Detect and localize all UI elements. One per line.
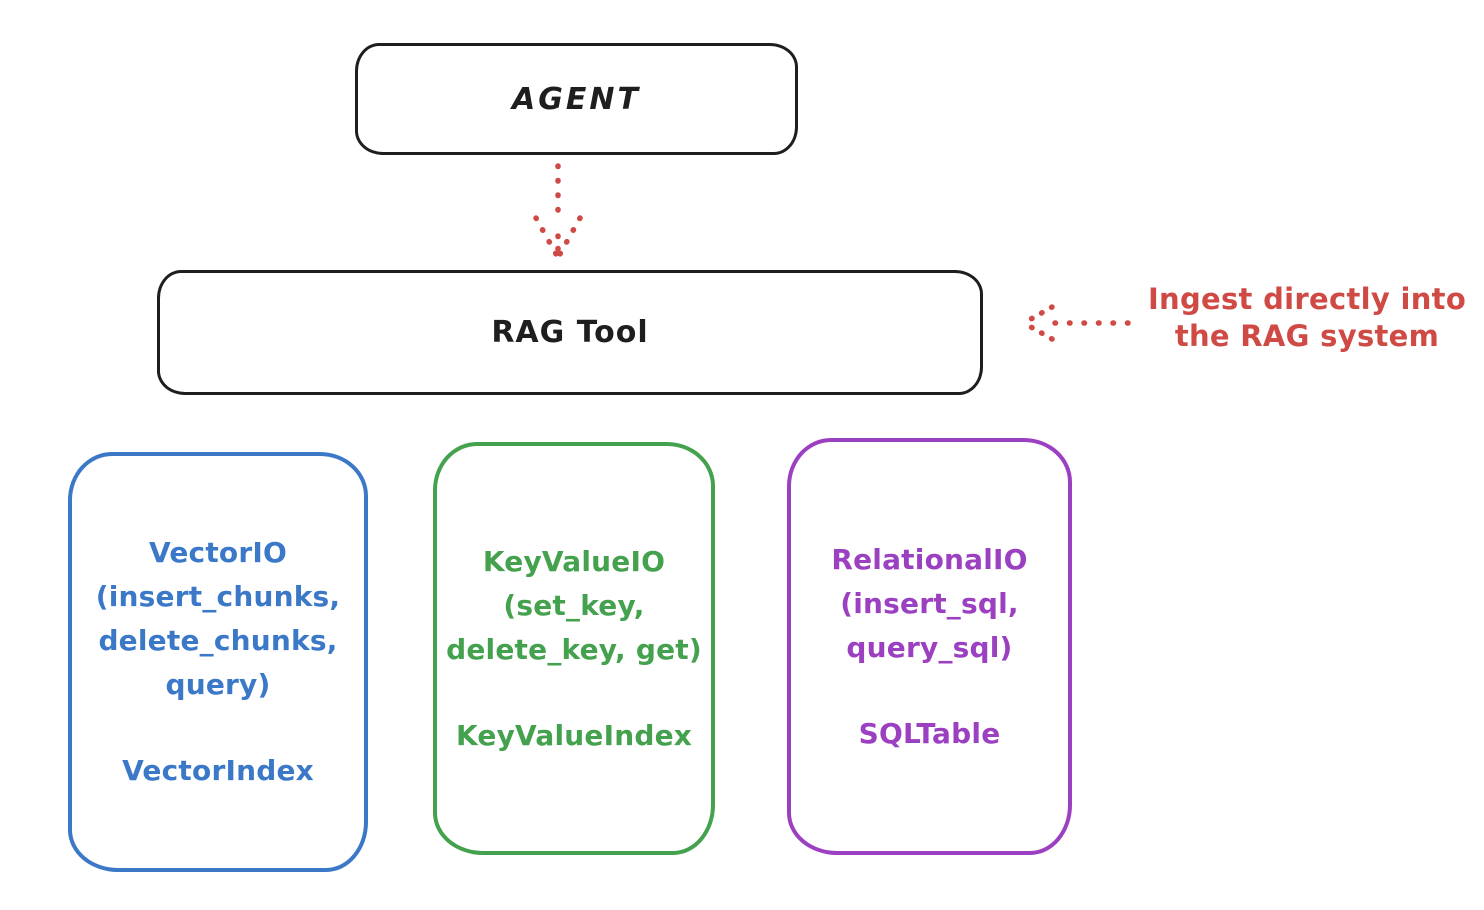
rag-tool-label: RAG Tool [491, 315, 649, 350]
sql-table-label: SQLTable [858, 716, 1001, 750]
vector-index-label: VectorIndex [122, 754, 314, 787]
keyvalue-io-node: KeyValueIO (set_key, delete_key, get) Ke… [433, 442, 715, 855]
vector-io-node: VectorIO (insert_chunks, delete_chunks, … [68, 452, 368, 872]
agent-label: AGENT [512, 81, 641, 117]
ingest-annotation: Ingest directly into the RAG system [1147, 282, 1467, 353]
relational-io-interface-label: RelationalIO (insert_sql, query_sql) [831, 542, 1028, 664]
vector-io-interface-label: VectorIO (insert_chunks, delete_chunks, … [95, 536, 341, 701]
rag-tool-node: RAG Tool [157, 270, 983, 395]
keyvalue-io-interface-label: KeyValueIO (set_key, delete_key, get) [446, 544, 702, 666]
agent-to-ragtool-arrow-icon [533, 163, 583, 261]
keyvalue-index-label: KeyValueIndex [455, 718, 693, 752]
relational-io-node: RelationalIO (insert_sql, query_sql) SQL… [787, 438, 1072, 855]
ingest-arrow-icon [1021, 304, 1131, 342]
agent-node: AGENT [355, 43, 798, 155]
